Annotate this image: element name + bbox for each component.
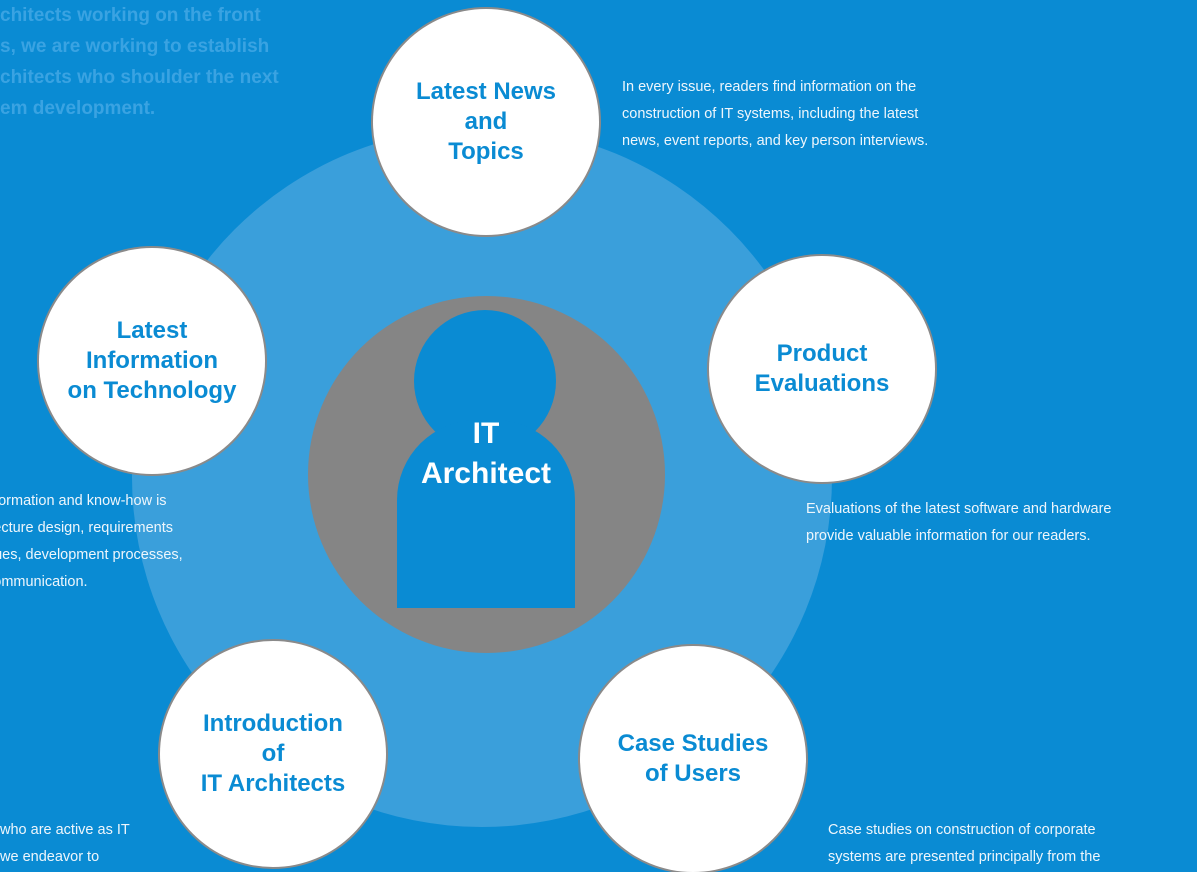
- bubble-title: Product Evaluations: [755, 339, 890, 399]
- description-line: In every issue, readers find information…: [622, 79, 917, 95]
- bubble-latest-news: Latest News and Topics: [373, 9, 599, 235]
- bubble-title-line: Introduction: [203, 710, 343, 737]
- description-line: ques, development processes,: [0, 547, 183, 563]
- bubble-case-studies: Case Studies of Users: [580, 646, 806, 872]
- bubble-title-line: Latest News: [415, 78, 557, 105]
- bubble-technology: Latest Information on Technology: [39, 248, 265, 474]
- description-line: nformation and know-how is: [0, 493, 167, 509]
- description-latest-news: In every issue, readers find information…: [622, 74, 928, 155]
- intro-line: chitects who shoulder the next: [0, 67, 279, 88]
- bubble-title-line: Case Studies: [617, 730, 769, 757]
- bubble-title: Introduction of IT Architects: [201, 709, 345, 799]
- bubble-title-line: and: [464, 108, 508, 135]
- description-case-studies: Case studies on construction of corporat…: [828, 817, 1100, 871]
- description-product-evaluations: Evaluations of the latest software and h…: [806, 496, 1111, 550]
- description-line: systems are presented principally from t…: [828, 849, 1101, 865]
- center-label-line: Architect: [420, 457, 552, 490]
- bubble-title-line: of Users: [644, 760, 742, 787]
- description-line: itecture design, requirements: [0, 520, 173, 536]
- bubble-title-line: on Technology: [67, 377, 237, 404]
- bubble-title-line: IT Architects: [200, 770, 346, 797]
- intro-line: s, we are working to establish: [0, 36, 270, 57]
- bubble-title-line: Product: [776, 340, 868, 367]
- description-line: news, event reports, and key person inte…: [622, 133, 929, 149]
- description-line: we endeavor to: [0, 849, 100, 865]
- bubble-title: Case Studies of Users: [618, 729, 769, 789]
- description-line: who are active as IT: [0, 822, 130, 838]
- bubble-title-line: Information: [85, 347, 218, 374]
- bubble-product-evaluations: Product Evaluations: [709, 256, 935, 482]
- intro-line: em development.: [0, 98, 156, 119]
- center-label: IT Architect: [397, 414, 575, 494]
- intro-text: chitects working on the front s, we are …: [0, 0, 279, 124]
- bubble-title: Latest News and Topics: [416, 77, 556, 167]
- description-it-architects: who are active as IT we endeavor to: [0, 817, 130, 871]
- bubble-it-architects: Introduction of IT Architects: [160, 641, 386, 867]
- description-line: provide valuable information for our rea…: [806, 528, 1091, 544]
- description-line: communication.: [0, 574, 88, 590]
- description-line: construction of IT systems, including th…: [622, 106, 919, 122]
- bubble-title-line: Latest: [116, 317, 188, 344]
- bubble-title-line: Evaluations: [754, 370, 890, 397]
- bubble-title-line: Topics: [448, 138, 524, 165]
- description-line: Evaluations of the latest software and h…: [806, 501, 1112, 517]
- bubble-title-line: of: [261, 740, 285, 767]
- description-line: Case studies on construction of corporat…: [828, 822, 1096, 838]
- person-body-icon: [397, 420, 575, 608]
- description-technology: nformation and know-how is itecture desi…: [0, 488, 183, 596]
- bubble-title: Latest Information on Technology: [68, 316, 237, 406]
- intro-line: chitects working on the front: [0, 5, 261, 26]
- center-label-line: IT: [472, 417, 500, 450]
